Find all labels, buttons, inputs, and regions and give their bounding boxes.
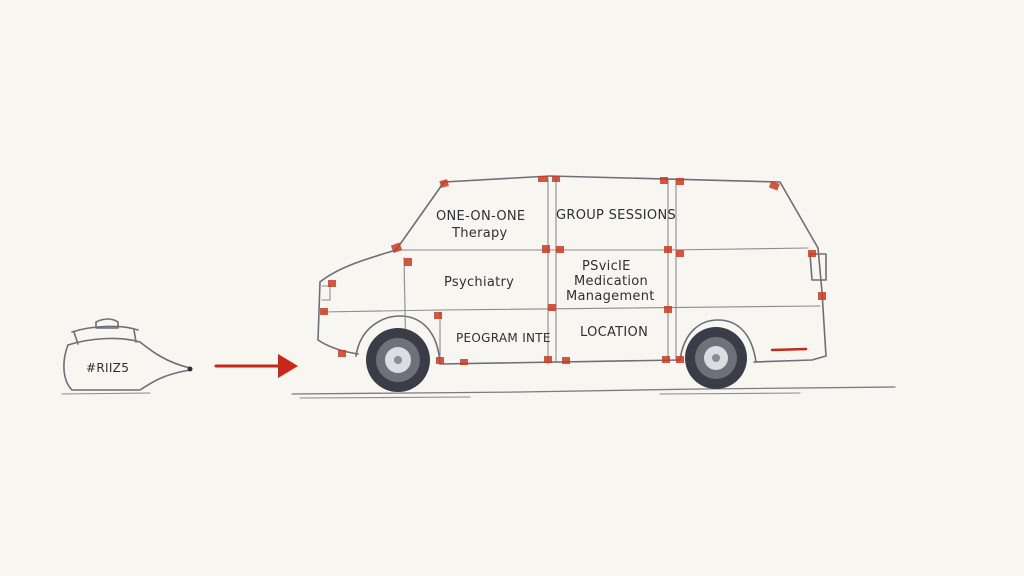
section-psychiatry: Psychiatry: [444, 275, 514, 290]
ground-lines: [61, 386, 896, 399]
section-one-on-one-therapy: ONE-ON-ONE Therapy: [436, 209, 525, 241]
section-location: LOCATION: [580, 325, 648, 340]
pot-label: #RIIZ5: [86, 361, 129, 375]
pot-icon: #RIIZ5: [63, 318, 193, 391]
group-sessions-label: GROUP SESSIONS: [556, 208, 676, 223]
rear-wheel: [685, 327, 747, 389]
one-on-one-label: ONE-ON-ONE: [436, 209, 525, 224]
program-label: PEOGRAM INTE: [456, 331, 551, 345]
tape-marks: [320, 176, 826, 365]
management-label: Management: [566, 289, 655, 304]
arrow-icon: [214, 354, 298, 378]
van-body: [317, 175, 827, 365]
location-label: LOCATION: [580, 325, 648, 340]
therapy-label: Therapy: [451, 226, 508, 241]
front-wheel: [366, 328, 430, 392]
section-group-sessions: GROUP SESSIONS: [556, 208, 676, 223]
psvicie-label: PSvicIE: [582, 259, 631, 274]
medication-label: Medication: [574, 274, 648, 289]
section-medication-management: PSvicIE Medication Management: [566, 259, 655, 304]
section-program: PEOGRAM INTE: [456, 331, 551, 345]
psychiatry-label: Psychiatry: [444, 275, 514, 290]
